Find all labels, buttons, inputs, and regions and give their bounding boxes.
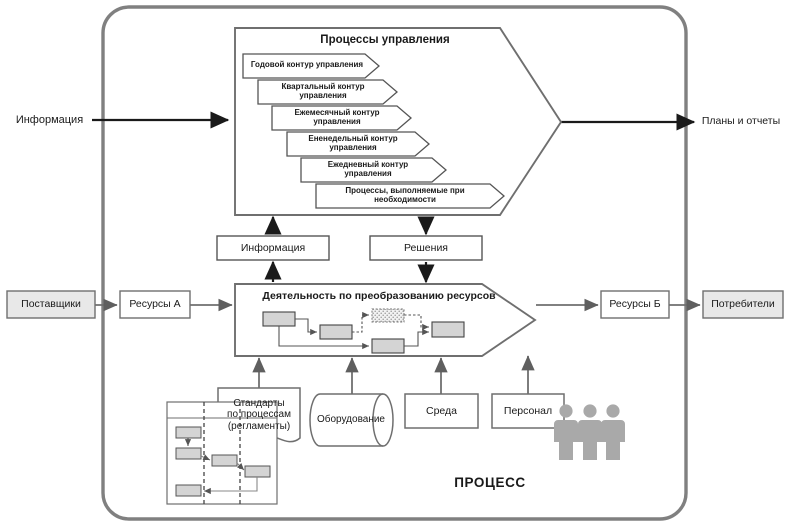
loop-chevron-5 [300,157,447,183]
person-icon-2 [578,404,602,460]
swimlane-node-5 [175,484,202,497]
loop-chevron-4 [286,131,430,157]
decisions-box [369,235,483,261]
loop-chevron-6 [315,183,505,209]
flow-link-4-5 [404,328,430,347]
information-feedback-box [216,235,330,261]
swimlane-node-4 [244,465,271,478]
consumers-box [702,290,784,319]
environment-box [404,393,479,429]
suppliers-box [6,290,96,319]
equipment-cylinder-cap [372,393,384,447]
flow-node-3-dotted [371,308,405,323]
person-icon-1 [554,404,578,460]
flow-link-2-3-dashed [352,311,370,333]
flow-link-3-5-dashed [404,314,430,331]
swimlane-link-3-4 [236,462,245,471]
flow-link-1-4 [278,326,370,350]
resources-b-box [600,290,670,319]
flow-node-4 [371,338,405,354]
flow-node-5 [431,321,465,338]
flow-node-1 [262,311,296,327]
personnel-box [491,393,565,429]
people-icon-group [554,404,625,460]
swimlane-link-2-3 [200,454,211,461]
flow-node-2 [319,324,353,340]
person-icon-3 [601,404,625,460]
loop-chevron-3 [271,105,412,131]
swimlane-link-4-5 [203,477,258,495]
swimlane-node-2 [175,447,202,460]
flow-link-1-2 [295,318,318,336]
resources-a-box [119,290,191,319]
process-boundary-rect [101,5,688,521]
swimlane-node-1 [175,426,202,439]
loop-chevron-2 [257,79,398,105]
swimlane-node-3 [211,454,238,467]
loop-chevron-1 [242,53,380,79]
equipment-cylinder-body [309,393,394,447]
